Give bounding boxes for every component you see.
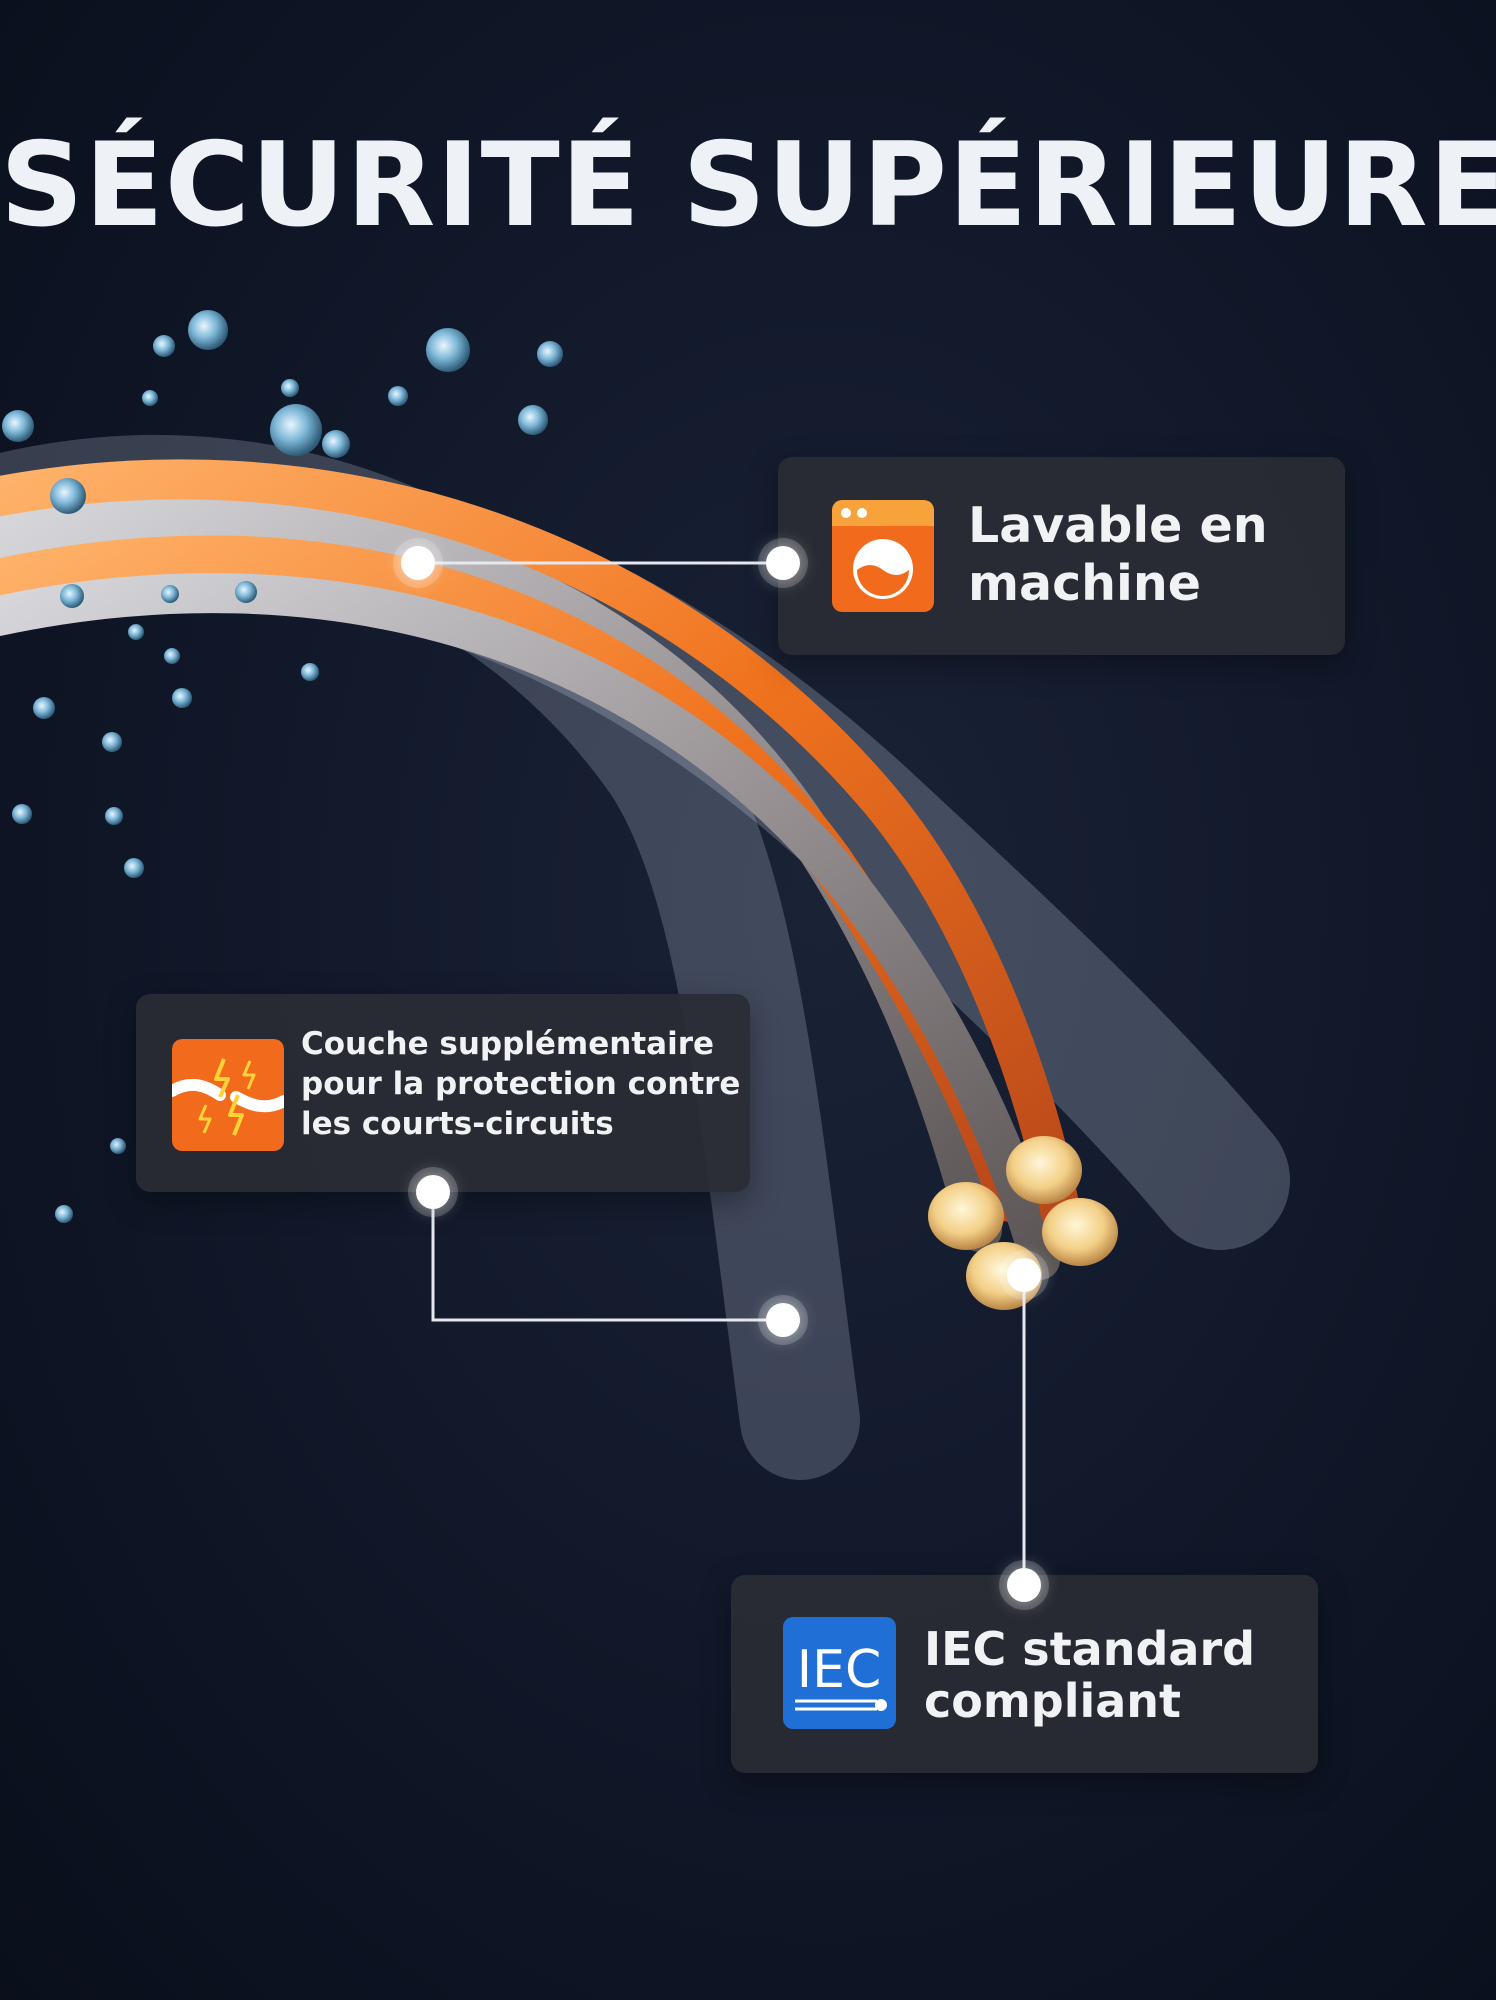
feature-line: pour la protection contre <box>301 1066 741 1102</box>
callout-dot <box>766 1303 800 1337</box>
feature-line: IEC standard <box>924 1622 1256 1676</box>
feature-card-iec: IEC IEC standard compliant <box>731 1575 1318 1773</box>
callout-dot <box>401 546 435 580</box>
page-title: SÉCURITÉ SUPÉRIEURE <box>0 118 1496 253</box>
feature-card-washable: Lavable en machine <box>778 457 1345 655</box>
strand-end-3 <box>1042 1198 1118 1266</box>
feature-label-washable: Lavable en machine <box>968 497 1328 613</box>
strand-end-2 <box>928 1182 1004 1250</box>
feature-line: les courts-circuits <box>301 1106 614 1142</box>
washing-machine-icon <box>832 500 934 612</box>
feature-line: Lavable en <box>968 497 1268 554</box>
strand-orange-2 <box>0 459 1080 1230</box>
callout-lines <box>418 561 1026 1585</box>
iec-logo-text: IEC <box>797 1640 882 1700</box>
feature-line: machine <box>968 555 1201 612</box>
feature-card-short-circuit: Couche supplémentaire pour la protection… <box>136 994 750 1192</box>
strand-end-1 <box>1006 1136 1082 1204</box>
feature-label-short-circuit: Couche supplémentaire pour la protection… <box>301 1024 741 1144</box>
callout-dot <box>1007 1568 1041 1602</box>
callout-dot <box>416 1175 450 1209</box>
feature-line: compliant <box>924 1674 1182 1728</box>
water-droplets <box>2 310 563 1223</box>
broken-wire-spark-icon <box>172 1039 284 1151</box>
feature-label-iec: IEC standard compliant <box>924 1623 1304 1727</box>
iec-logo: IEC <box>783 1617 896 1729</box>
callout-dot <box>1007 1258 1041 1292</box>
callout-dot <box>766 546 800 580</box>
feature-line: Couche supplémentaire <box>301 1026 715 1062</box>
